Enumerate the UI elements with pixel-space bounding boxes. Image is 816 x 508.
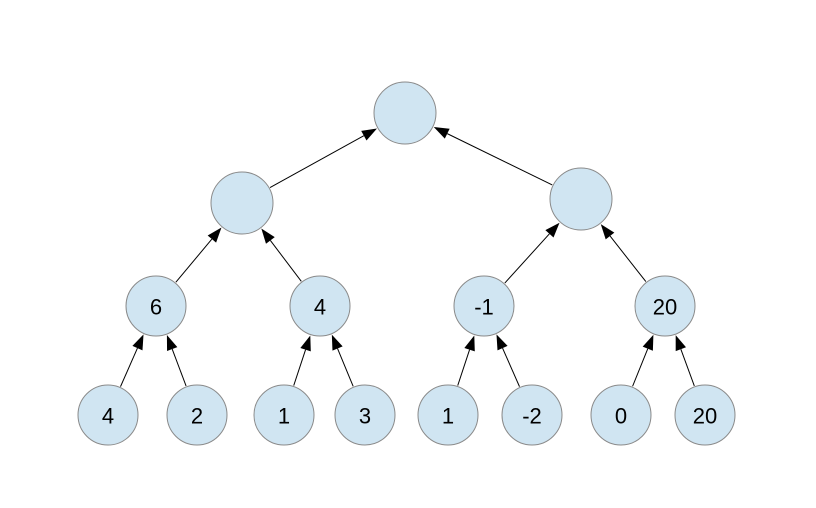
tree-node[interactable]: 1 — [253, 384, 315, 446]
tree-node[interactable] — [210, 171, 274, 235]
tree-node-circle[interactable] — [253, 384, 315, 446]
tree-edge-arrowhead-icon — [545, 222, 560, 238]
tree-node[interactable]: 4 — [77, 384, 139, 446]
tree-node-label: 4 — [102, 404, 114, 429]
tree-node[interactable] — [549, 167, 613, 231]
tree-node[interactable]: 2 — [166, 384, 228, 446]
tree-node[interactable]: 1 — [417, 384, 479, 446]
tree-node[interactable]: -2 — [501, 384, 563, 446]
tree-node-circle[interactable] — [453, 275, 515, 337]
tree-edge-arrowhead-icon — [496, 334, 508, 351]
tree-edge-arrowhead-icon — [207, 227, 222, 243]
tree-edge-arrowhead-icon — [433, 127, 450, 139]
tree-node-circle[interactable] — [373, 81, 437, 145]
tree-edge-line — [457, 349, 471, 386]
tree-edge-line — [504, 233, 550, 284]
tree-node[interactable]: 20 — [674, 384, 736, 446]
tree-edge-arrowhead-icon — [166, 335, 178, 351]
tree-edge-line — [447, 133, 553, 186]
tree-node-circle[interactable] — [417, 384, 479, 446]
tree-edge-line — [632, 348, 649, 387]
tree-edge-arrowhead-icon — [464, 335, 475, 352]
tree-node-label: 20 — [693, 404, 717, 429]
tree-node-circle[interactable] — [125, 275, 187, 337]
tree-edge-line — [175, 238, 213, 283]
tree-edge-arrowhead-icon — [642, 334, 654, 351]
tree-node-label: 4 — [314, 295, 326, 320]
tree-node-label: 2 — [191, 404, 203, 429]
tree-node-label: 20 — [653, 295, 677, 320]
tree-edge-line — [171, 348, 187, 387]
tree-edge-line — [293, 349, 307, 386]
tree-node-circle[interactable] — [289, 275, 351, 337]
nodes-layer: 6 4 -1 20 4 2 1 3 1 -2 0 20 — [77, 81, 736, 446]
tree-node-circle[interactable] — [210, 171, 274, 235]
tree-node-label: 6 — [150, 295, 162, 320]
tree-node-circle[interactable] — [77, 384, 139, 446]
tree-edge-line — [337, 348, 354, 387]
tree-edge-arrowhead-icon — [675, 335, 687, 352]
tree-node-label: 3 — [359, 404, 371, 429]
tree-edge-line — [609, 235, 647, 282]
tree-node-label: 1 — [442, 404, 454, 429]
tree-node-circle[interactable] — [166, 384, 228, 446]
tree-node-label: 1 — [278, 404, 290, 429]
tree-node[interactable] — [373, 81, 437, 145]
tree-node-circle[interactable] — [590, 384, 652, 446]
tree-node[interactable]: 4 — [289, 275, 351, 337]
tree-node[interactable]: 0 — [590, 384, 652, 446]
tree-edge-arrowhead-icon — [261, 228, 275, 244]
tree-node-circle[interactable] — [549, 167, 613, 231]
tree-node-label: -2 — [522, 404, 542, 429]
tree-node-circle[interactable] — [674, 384, 736, 446]
tree-node-circle[interactable] — [634, 275, 696, 337]
tree-edge-line — [269, 240, 302, 282]
tree-node-label: -1 — [474, 295, 494, 320]
tree-node[interactable]: 6 — [125, 275, 187, 337]
tree-node-circle[interactable] — [334, 384, 396, 446]
tree-node[interactable]: -1 — [453, 275, 515, 337]
tree-edge-line — [120, 347, 138, 387]
tree-edge-arrowhead-icon — [300, 335, 311, 352]
tree-node-circle[interactable] — [501, 384, 563, 446]
edges-layer — [120, 127, 695, 387]
tree-edge-arrowhead-icon — [361, 128, 377, 141]
tree-edge-line — [269, 135, 365, 188]
tree-node[interactable]: 3 — [334, 384, 396, 446]
tree-edge-line — [502, 347, 520, 387]
tree-edge-arrowhead-icon — [331, 334, 343, 351]
tree-edge-arrowhead-icon — [600, 224, 615, 240]
tree-node[interactable]: 20 — [634, 275, 696, 337]
tree-node-label: 0 — [615, 404, 627, 429]
tree-edge-line — [680, 349, 695, 387]
tree-edge-arrowhead-icon — [132, 334, 144, 351]
